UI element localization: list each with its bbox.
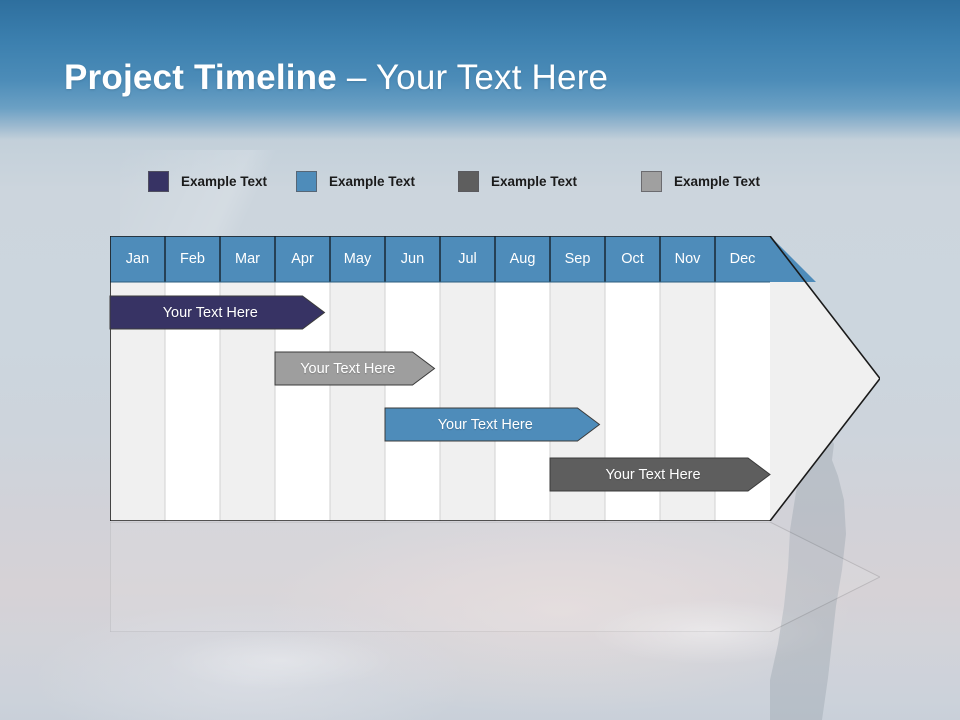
slide-title: Project Timeline – Your Text Here: [64, 58, 608, 98]
legend-item-1: Example Text: [148, 170, 267, 192]
month-header-feb[interactable]: Feb: [180, 251, 205, 267]
timeline-bar-shape: [109, 295, 326, 330]
month-header-jan[interactable]: Jan: [125, 251, 150, 267]
title-light-part: Your Text Here: [375, 58, 609, 97]
timeline-bar-4[interactable]: Your Text Here: [549, 457, 771, 492]
timeline-bar-3[interactable]: Your Text Here: [384, 407, 601, 442]
month-header-aug[interactable]: Aug: [509, 251, 536, 267]
legend-swatch-icon: [458, 170, 479, 192]
timeline-bar-label: Your Text Here: [300, 360, 396, 377]
month-header-jun[interactable]: Jun: [400, 251, 425, 267]
legend-swatch-icon: [641, 170, 662, 192]
legend-label: Example Text: [329, 173, 416, 189]
legend-item-2: Example Text: [296, 170, 415, 192]
legend-item-4: Example Text: [641, 170, 760, 192]
legend-label: Example Text: [181, 173, 268, 189]
title-bold-part: Project Timeline: [64, 58, 337, 97]
background-cloud: [540, 560, 880, 680]
month-header-dec[interactable]: Dec: [729, 251, 756, 267]
timeline-bar-label: Your Text Here: [605, 466, 701, 483]
legend-swatch-icon: [296, 170, 317, 192]
timeline-chart: Jan Feb Mar Apr May Jun Jul Aug Sep Oct Nov Dec You…: [109, 236, 880, 521]
legend-label: Example Text: [491, 173, 578, 189]
timeline-bar-shape: [274, 351, 436, 386]
legend-swatch-icon: [148, 170, 169, 192]
month-header-may[interactable]: May: [343, 251, 372, 267]
month-header-mar[interactable]: Mar: [235, 251, 260, 267]
legend-label: Example Text: [674, 173, 761, 189]
timeline-bar-label: Your Text Here: [162, 304, 258, 321]
month-header-jul[interactable]: Jul: [458, 251, 477, 267]
background-figure-silhouette: [770, 430, 846, 720]
timeline-bar-2[interactable]: Your Text Here: [274, 351, 436, 386]
legend: Example Text Example Text Example Text Exam…: [148, 170, 848, 194]
timeline-bar-label: Your Text Here: [437, 416, 533, 433]
month-header-sep[interactable]: Sep: [564, 251, 591, 267]
month-header-oct[interactable]: Oct: [621, 251, 644, 267]
background-cloud: [120, 600, 440, 710]
background-contrail: [120, 150, 350, 240]
month-header-nov[interactable]: Nov: [674, 251, 701, 267]
timeline-bar-shape: [384, 407, 601, 442]
month-header-apr[interactable]: Apr: [291, 251, 314, 267]
title-separator: –: [336, 58, 376, 97]
timeline-bar-shape: [549, 457, 771, 492]
timeline-bar-1[interactable]: Your Text Here: [109, 295, 326, 330]
legend-item-3: Example Text: [458, 170, 577, 192]
